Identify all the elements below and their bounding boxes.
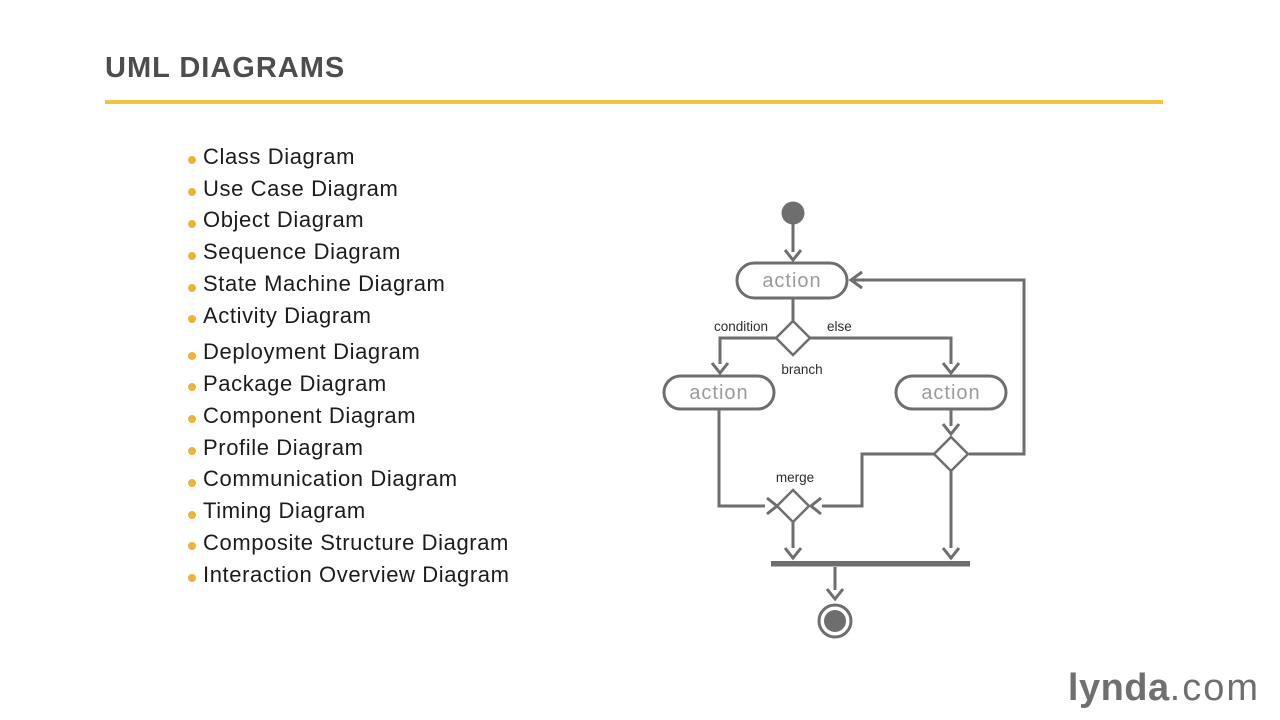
branch-label: branch <box>781 362 822 377</box>
bullet-icon <box>188 219 196 228</box>
list-item: Object Diagram <box>188 205 510 237</box>
initial-node <box>781 201 805 225</box>
bullet-icon <box>188 351 196 360</box>
list-item-label: Class Diagram <box>203 143 356 169</box>
list-item: Interaction Overview Diagram <box>188 559 510 591</box>
lynda-logo-bold: lynda <box>1067 667 1170 710</box>
merge-diamond <box>775 488 811 524</box>
list-item-label: Object Diagram <box>203 207 365 233</box>
bullet-icon <box>188 478 196 487</box>
list-item-label: Use Case Diagram <box>203 175 399 201</box>
arrowhead-into-join-left <box>783 547 803 561</box>
list-item: Communication Diagram <box>188 463 510 495</box>
edge-branch-to-left-action <box>718 336 776 364</box>
list-item: Sequence Diagram <box>188 236 510 268</box>
list-item-label: Composite Structure Diagram <box>203 529 509 555</box>
list-item-label: Profile Diagram <box>203 434 364 460</box>
arrowhead-into-final <box>825 588 845 602</box>
list-item-label: Interaction Overview Diagram <box>203 561 510 587</box>
bullet-icon <box>188 574 196 583</box>
list-item: Deployment Diagram <box>188 336 510 368</box>
join-bar <box>771 561 970 567</box>
list-item-label: Deployment Diagram <box>203 339 421 365</box>
list-item: Composite Structure Diagram <box>188 527 510 559</box>
bullet-icon <box>188 315 196 324</box>
final-node-ring <box>817 603 853 639</box>
list-item: Component Diagram <box>188 400 510 432</box>
bullet-icon <box>188 383 196 392</box>
list-item-label: Timing Diagram <box>203 498 366 524</box>
list-item-label: Sequence Diagram <box>203 239 401 265</box>
bullet-icon <box>188 283 196 292</box>
merge-label: merge <box>776 470 814 485</box>
bullet-icon <box>188 542 196 551</box>
arrowhead-into-action-top <box>783 249 803 263</box>
uml-diagram-list: Class Diagram Use Case Diagram Object Di… <box>188 141 510 591</box>
list-item: Class Diagram <box>188 141 510 173</box>
action-node-left-label: action <box>689 382 748 404</box>
final-node <box>824 610 846 632</box>
edge-right-diamond-to-merge <box>822 452 934 508</box>
list-item: State Machine Diagram <box>188 268 510 300</box>
edge-loop-back <box>854 278 1026 456</box>
list-item: Activity Diagram <box>188 300 510 332</box>
arrowhead-into-left-action <box>710 362 730 376</box>
list-item: Timing Diagram <box>188 495 510 527</box>
edge-branch-to-right-action <box>810 336 953 364</box>
arrowhead-into-right-action <box>941 362 961 376</box>
activity-diagram: action condition else branch action acti… <box>662 201 1026 639</box>
list-item-label: Package Diagram <box>203 370 387 396</box>
action-node-top-label: action <box>762 270 821 292</box>
right-decision-diamond <box>932 435 970 473</box>
list-item-label: State Machine Diagram <box>203 271 446 297</box>
arrowhead-into-merge-right <box>808 496 822 516</box>
lynda-logo: lynda.com <box>1067 667 1260 710</box>
list-item-label: Activity Diagram <box>203 302 372 328</box>
bullet-icon <box>188 447 196 456</box>
arrowhead-into-join-right <box>941 547 961 561</box>
bullet-icon <box>188 251 196 260</box>
list-item: Package Diagram <box>188 368 510 400</box>
list-item-label: Component Diagram <box>203 402 417 428</box>
page-title: UML DIAGRAMS <box>105 52 346 84</box>
bullet-icon <box>188 415 196 424</box>
bullet-icon <box>188 510 196 519</box>
action-node-right-label: action <box>921 382 980 404</box>
list-item: Profile Diagram <box>188 432 510 464</box>
arrowhead-into-action-top-right <box>848 270 863 290</box>
list-item: Use Case Diagram <box>188 173 510 205</box>
title-underline <box>105 100 1163 104</box>
bullet-icon <box>188 188 196 197</box>
condition-label: condition <box>714 319 768 334</box>
branch-diamond <box>774 319 812 357</box>
list-item-label: Communication Diagram <box>203 466 458 492</box>
edge-left-action-to-merge <box>717 409 765 508</box>
lynda-logo-suffix: .com <box>1169 667 1260 710</box>
else-label: else <box>827 319 852 334</box>
bullet-icon <box>188 156 196 165</box>
arrowhead-into-right-diamond <box>941 423 961 437</box>
